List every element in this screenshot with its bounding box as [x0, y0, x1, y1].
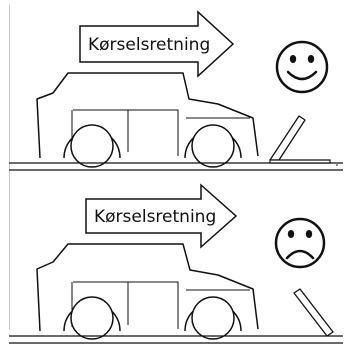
car-wheel-front — [192, 297, 234, 339]
flap-raised — [294, 289, 333, 336]
sad-face-icon — [276, 219, 324, 267]
direction-label: Kørselsretning — [88, 35, 210, 55]
car-wheel-rear — [71, 125, 113, 167]
flap-folded — [270, 116, 330, 163]
panel-top: Kørselsretning — [9, 12, 343, 170]
car-wheel-front — [192, 125, 234, 167]
happy-face-icon — [277, 42, 327, 92]
car-wheel-rear — [71, 297, 113, 339]
car — [37, 244, 258, 339]
direction-label: Kørselsretning — [94, 207, 216, 227]
car — [37, 73, 258, 167]
panel-bottom: Kørselsretning — [9, 185, 343, 343]
